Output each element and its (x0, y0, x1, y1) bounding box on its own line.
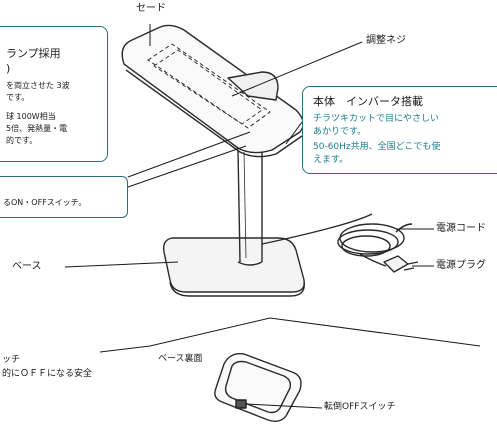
tip-over-switch-mark (235, 399, 247, 409)
callout-lamp-title-suffix: ) (6, 62, 11, 75)
label-adjust-screw: 調整ネジ (366, 35, 406, 46)
power-cord-line (261, 213, 373, 245)
callout-lamp-line-5: 的です。 (6, 136, 38, 145)
callout-bottom-left-line-1: ッチ (2, 355, 21, 365)
callout-lamp-line-2: です。 (6, 93, 30, 102)
callout-lamp-line-4: 5倍、発熱量・電 (6, 124, 68, 133)
label-base: ベース (12, 261, 42, 272)
lamp-base (162, 237, 305, 293)
callout-body-line-3: 50-60Hz共用、全国どこでも使 (313, 142, 441, 152)
label-power-cord: 電源コード (436, 223, 486, 234)
lamp-tube (147, 43, 271, 129)
callout-body: 本体 インバータ搭載 チラツキカットで目にやさしい あかりです。 50-60Hz… (302, 86, 497, 174)
callout-body-title: 本体 インバータ搭載 (313, 95, 423, 108)
label-power-plug: 電源プラグ (436, 260, 486, 271)
callout-body-line-2: あかりです。 (313, 127, 367, 137)
callout-body-line-1: チラツキカットで目にやさしい (313, 114, 440, 124)
callout-switch: るON・OFFスイッチ。 (0, 176, 128, 218)
callout-body-line-4: えます。 (313, 155, 349, 165)
base-back-outline (214, 353, 302, 423)
label-base-back: ベース裏面 (158, 354, 203, 364)
callout-lamp-title: ランプ採用 (6, 47, 61, 60)
callout-lamp-line-3: 球 100W相当 (6, 112, 56, 121)
label-shade: セード (136, 3, 166, 14)
label-tip-over-switch: 転倒OFFスイッチ (324, 402, 396, 412)
callout-bottom-left-line-2: 的にＯＦＦになる安全 (2, 369, 93, 379)
callout-lamp: ランプ採用 ) を両立させた 3波 です。 球 100W相当 5倍、発熱量・電 … (0, 26, 108, 162)
callout-switch-line: るON・OFFスイッチ。 (3, 198, 87, 207)
callout-lamp-line-1: を両立させた 3波 (6, 81, 70, 90)
